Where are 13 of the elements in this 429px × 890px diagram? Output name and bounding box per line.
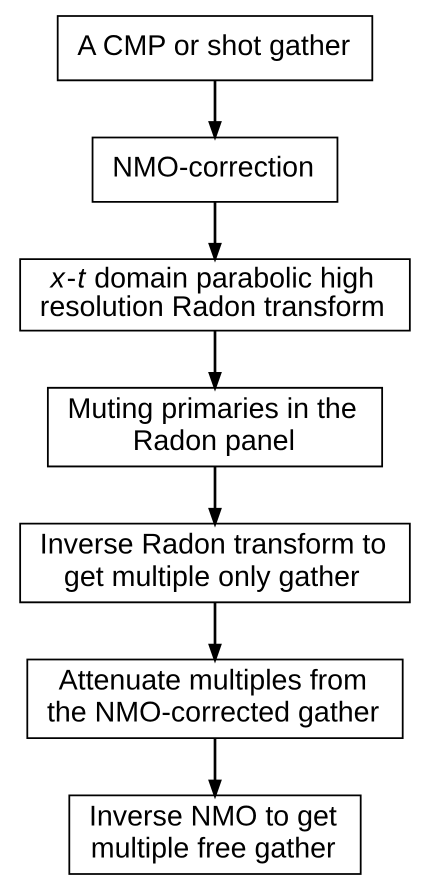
arrow [208, 738, 222, 800]
node-box: A CMP or shot gather [56, 15, 373, 82]
arrow [208, 602, 222, 664]
node-box: Muting primaries in the Radon panel [46, 386, 383, 468]
arrow [208, 202, 222, 263]
node-box: Inverse Radon transform to get multiple only gather [18, 522, 410, 604]
arrow [208, 466, 222, 528]
arrow [208, 80, 222, 141]
node-box: Attenuate multiples from the NMO-corrected gather [26, 658, 404, 740]
node-box: x-t domain parabolic high resolution Radon transform [18, 258, 410, 332]
arrow [208, 331, 222, 392]
node-box: Inverse NMO to get multiple free gather [68, 794, 362, 875]
node-box: NMO-correction [91, 136, 338, 203]
